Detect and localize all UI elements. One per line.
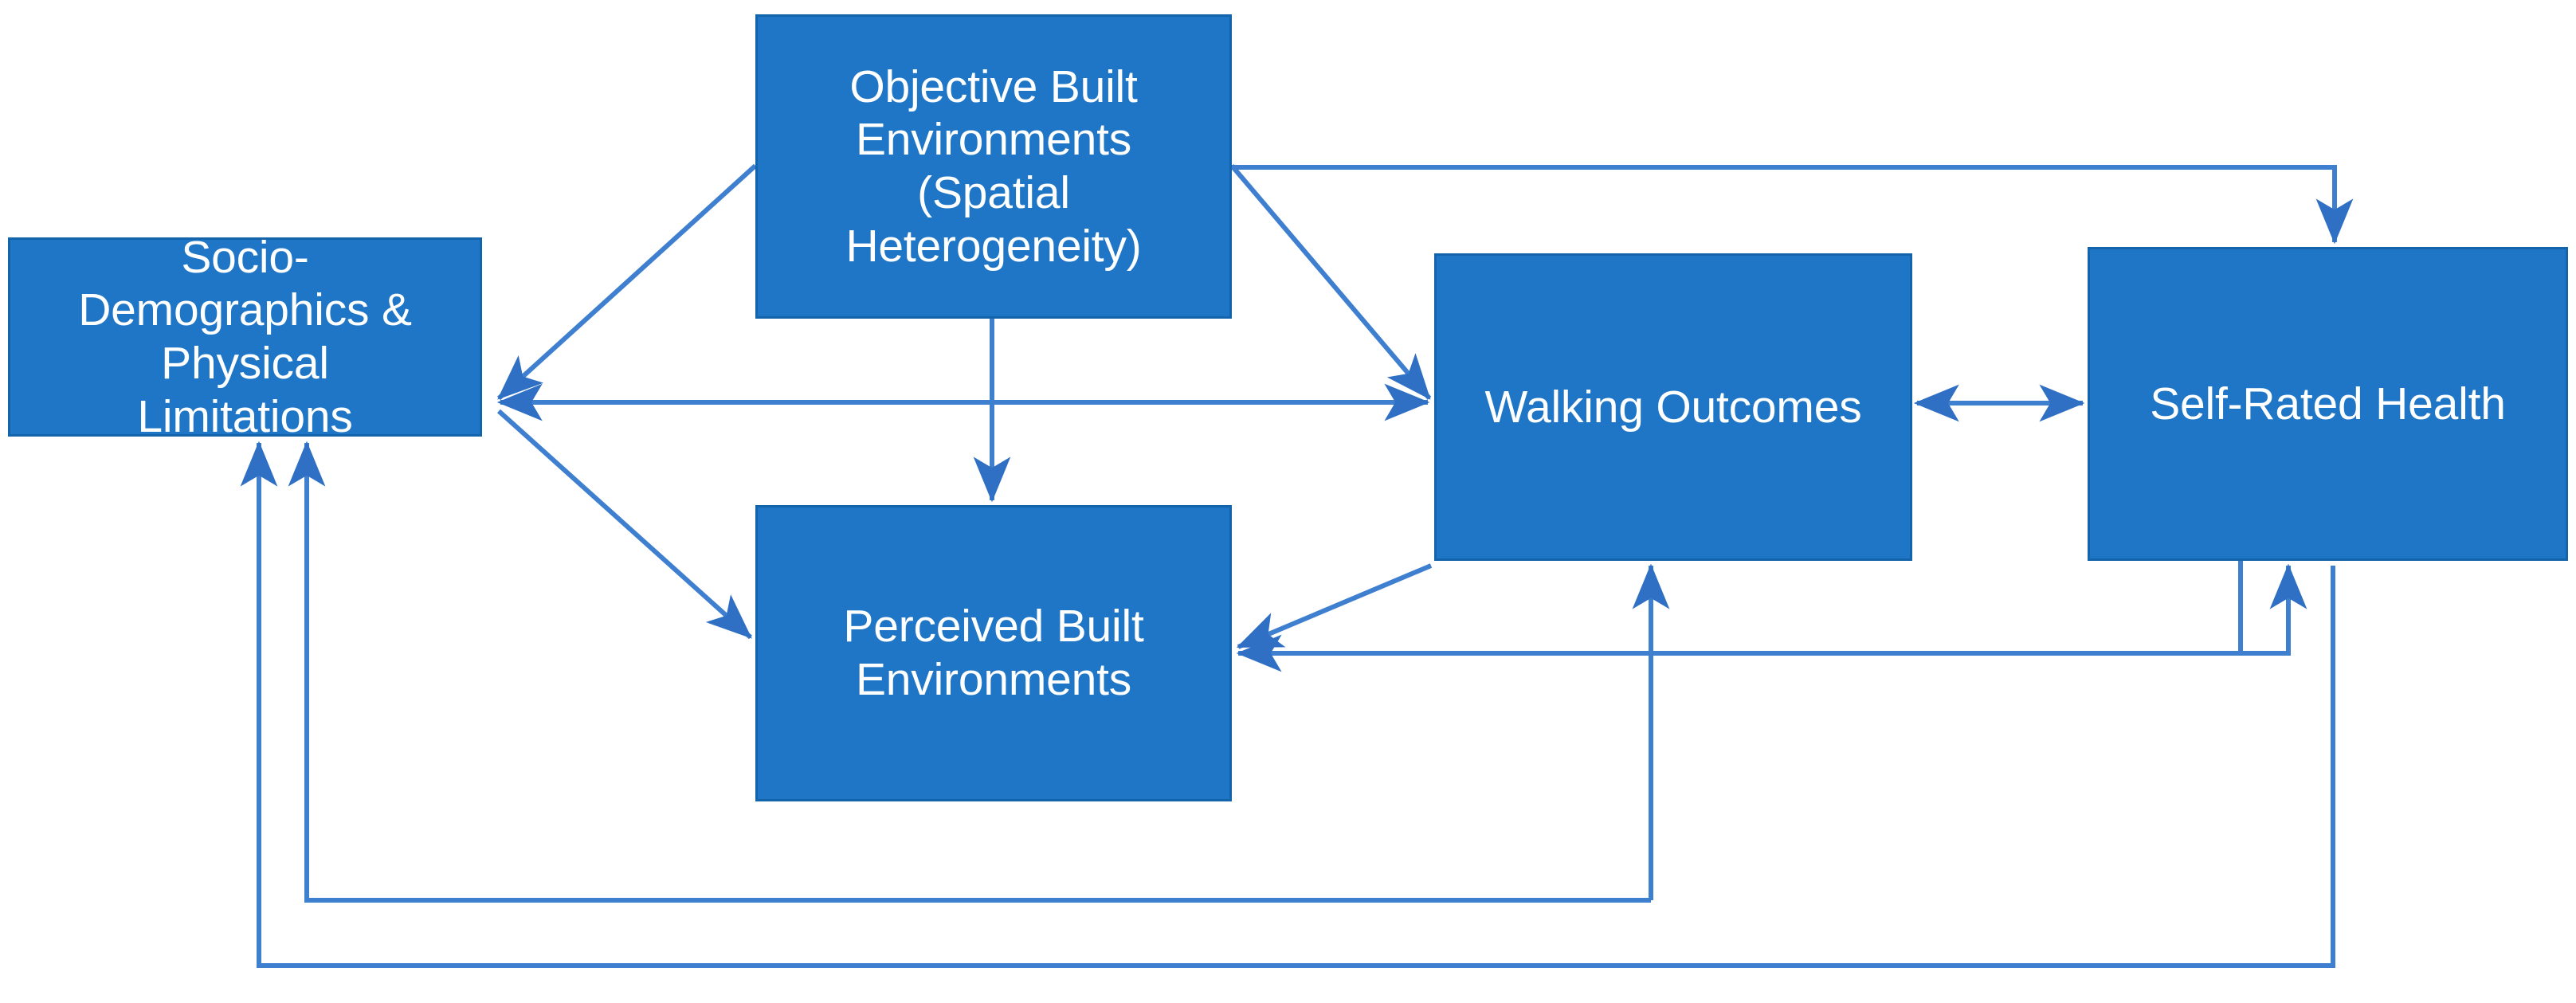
node-perceived-built-environments[interactable]: Perceived Built Environments <box>755 505 1232 801</box>
node-objective-label: Objective Built Environments (Spatial He… <box>845 61 1142 272</box>
edge-socio-to-perceived <box>496 409 753 640</box>
edge-health-to-perceived <box>1236 561 2243 672</box>
node-self-rated-health[interactable]: Self-Rated Health <box>2088 247 2568 561</box>
node-objective-built-environments[interactable]: Objective Built Environments (Spatial He… <box>755 14 1232 319</box>
node-walking-outcomes[interactable]: Walking Outcomes <box>1434 253 1912 561</box>
node-perceived-label: Perceived Built Environments <box>843 601 1144 705</box>
edge-objective-to-socio <box>496 163 758 401</box>
edge-outer-return-to-socio <box>240 441 2335 968</box>
edge-perceived-route-to-health-bottom <box>2241 563 2307 656</box>
node-socio-label: Socio- Demographics & Physical Limitatio… <box>78 231 412 442</box>
node-health-label: Self-Rated Health <box>2150 378 2506 429</box>
edge-objective-to-walking <box>1229 164 1432 400</box>
edge-objective-to-health <box>1232 165 2354 245</box>
node-socio-demographics-physical-limitations[interactable]: Socio- Demographics & Physical Limitatio… <box>8 232 482 442</box>
edge-walking-to-perceived <box>1236 563 1433 649</box>
node-walking-label: Walking Outcomes <box>1484 381 1862 433</box>
